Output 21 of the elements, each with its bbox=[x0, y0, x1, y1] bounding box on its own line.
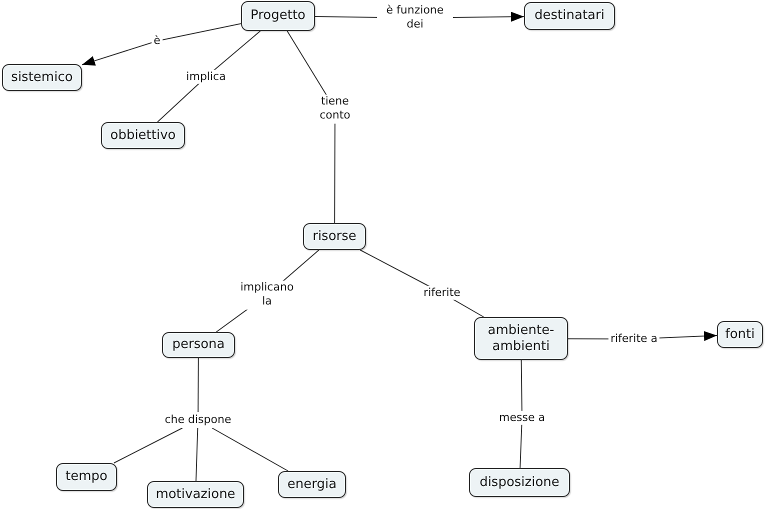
concept-box: ambiente-ambienti bbox=[474, 317, 568, 360]
concept-box: disposizione bbox=[469, 468, 570, 497]
concept-box: Progetto bbox=[241, 1, 315, 31]
connector-line bbox=[212, 428, 289, 472]
arrow bbox=[82, 23, 242, 66]
connector-line bbox=[520, 360, 522, 468]
concept-box: risorse bbox=[303, 223, 366, 250]
concept-box: fonti bbox=[717, 321, 763, 348]
concept-box: tempo bbox=[56, 463, 117, 491]
edge-label: messe a bbox=[497, 410, 547, 426]
connector-line bbox=[198, 358, 199, 412]
connector-line bbox=[196, 428, 198, 482]
edge-label: riferite bbox=[422, 286, 462, 300]
concept-box: energia bbox=[278, 471, 346, 498]
edge-label: implica bbox=[184, 70, 228, 84]
concept-box: obbiettivo bbox=[101, 122, 185, 149]
concept-box: persona bbox=[162, 332, 235, 358]
concept-box: sistemico bbox=[2, 64, 82, 91]
connector-line bbox=[113, 428, 183, 464]
concept-box: destinatari bbox=[524, 2, 615, 30]
concept-box: motivazione bbox=[147, 481, 244, 508]
